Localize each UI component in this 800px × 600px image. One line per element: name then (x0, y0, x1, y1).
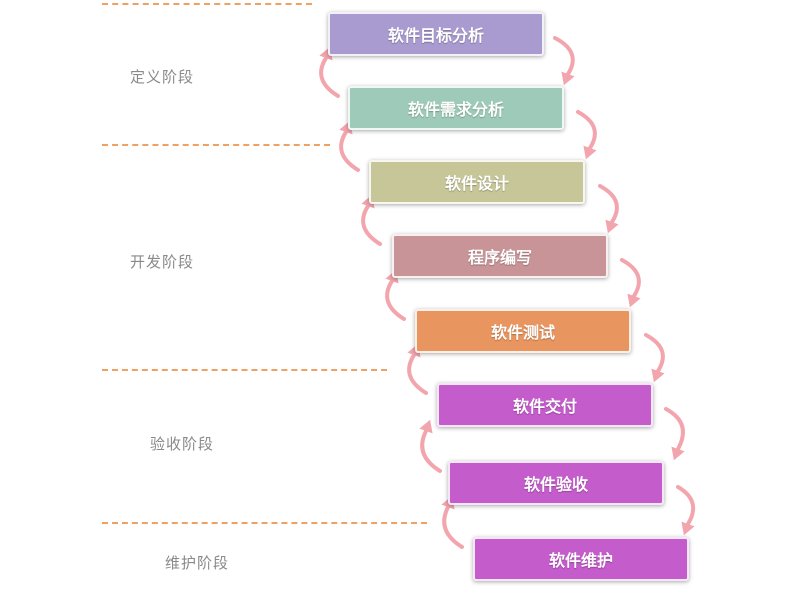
step-software-delivery: 软件交付 (437, 383, 653, 427)
phase-divider-top (102, 3, 312, 5)
phase-divider-1 (102, 144, 330, 146)
step-program-writing: 程序编写 (392, 234, 608, 278)
step-software-goal-analysis: 软件目标分析 (328, 12, 544, 56)
step-software-testing: 软件测试 (415, 309, 631, 353)
forward-arrow-6 (664, 407, 685, 461)
forward-arrow-2 (576, 110, 597, 160)
step-software-requirement-analysis: 软件需求分析 (348, 86, 564, 130)
step-software-design: 软件设计 (369, 160, 585, 204)
forward-arrow-4 (620, 258, 641, 308)
step-software-maintenance: 软件维护 (473, 537, 689, 581)
forward-arrow-1 (553, 36, 575, 86)
phase-label-development: 开发阶段 (130, 253, 195, 271)
feedback-arrow-6 (419, 419, 442, 473)
forward-arrow-3 (598, 184, 619, 234)
phase-divider-2 (102, 369, 387, 371)
forward-arrow-7 (676, 485, 696, 536)
step-software-acceptance: 软件验收 (448, 461, 664, 505)
phase-label-maintenance: 维护阶段 (165, 554, 230, 572)
phase-label-definition: 定义阶段 (130, 68, 195, 86)
phase-divider-3 (102, 522, 427, 524)
forward-arrow-5 (644, 333, 665, 383)
phase-label-acceptance: 验收阶段 (150, 435, 215, 453)
